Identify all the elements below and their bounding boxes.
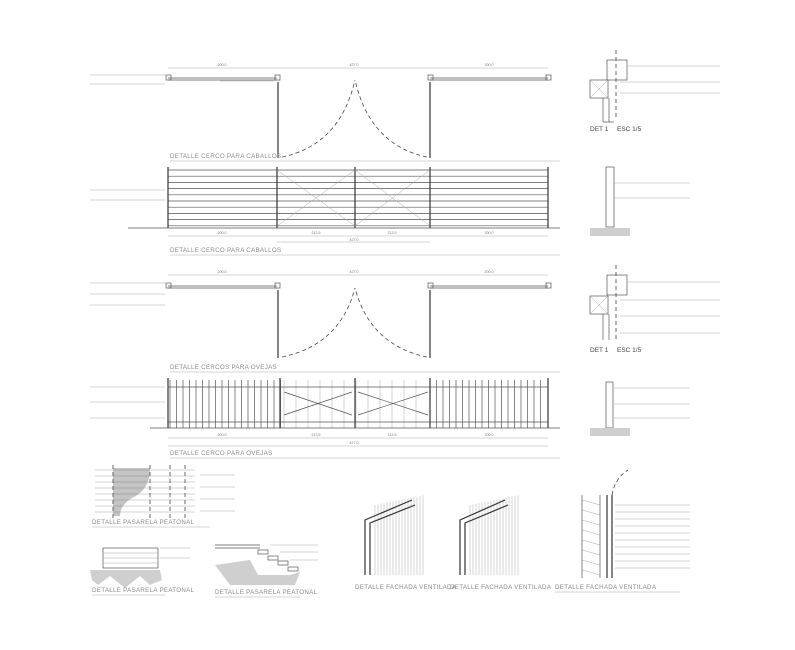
sheep-fence-plan: 200.0 427.0 200.0 DETALLE CERCOS PARA OV… xyxy=(90,270,560,373)
dim-side-right: 200.0 xyxy=(485,270,494,274)
insulation-hatch xyxy=(581,549,601,556)
dim-side-right: 200.0 xyxy=(485,63,494,67)
gate-brace xyxy=(283,391,353,416)
gate-brace xyxy=(354,169,431,227)
title-facade-2: DETALLE FACHADA VENTILADA xyxy=(450,584,552,591)
dim-total: 427.0 xyxy=(350,238,359,242)
insulation-hatch xyxy=(581,539,601,546)
title-facade-3: DETALLE FACHADA VENTILADA xyxy=(555,584,657,591)
ventilated-facade-details: DETALLE FACHADA VENTILADA DETALLE FACHAD… xyxy=(355,469,690,593)
title-walkway-plan: DETALLE PASARELA PEATONAL xyxy=(92,519,195,526)
dim-side-right: 200.0 xyxy=(485,231,494,235)
gate-brace xyxy=(276,169,356,227)
det1-scale: ESC 1/5 xyxy=(617,126,642,133)
title-walkway-section-1: DETALLE PASARELA PEATONAL xyxy=(92,587,195,594)
detail-2-section: DET 1 ESC 1/5 xyxy=(589,265,720,436)
insulation-hatch xyxy=(581,509,601,516)
insulation-hatch xyxy=(581,499,601,506)
dim-half-gate: 213.5 xyxy=(388,231,397,235)
gate-brace xyxy=(357,391,429,416)
dim-side-left: 200.0 xyxy=(218,270,227,274)
sheep-fence-elevation: 200.0 213.5 213.5 200.0 427.0 DETALLE CE… xyxy=(90,378,560,459)
dim-total: 427.0 xyxy=(350,441,359,445)
dim-side-left: 200.0 xyxy=(218,433,227,437)
dim-side-left: 200.0 xyxy=(218,63,227,67)
dim-half-gate: 213.5 xyxy=(388,433,397,437)
title-sheep-plan: DETALLE CERCOS PARA OVEJAS xyxy=(170,364,277,371)
horse-fence-elevation: 200.0 213.5 213.5 200.0 427.0 DETALLE CE… xyxy=(90,167,560,256)
dim-gate: 427.0 xyxy=(350,270,359,274)
title-walkway-section-2: DETALLE PASARELA PEATONAL xyxy=(215,589,318,596)
insulation-hatch xyxy=(581,559,601,566)
title-facade-1: DETALLE FACHADA VENTILADA xyxy=(355,584,457,591)
title-horse-plan: DETALLE CERCO PARA CABALLOS xyxy=(170,153,281,160)
detail-1-section: DET 1 ESC 1/5 xyxy=(589,50,720,236)
dim-gate: 427.0 xyxy=(350,63,359,67)
det2-label: DET 1 xyxy=(590,347,609,354)
title-sheep-elevation: DETALLE CERCO PARA OVEJAS xyxy=(170,450,273,457)
dim-half-gate: 213.5 xyxy=(312,231,321,235)
dim-side-left: 200.0 xyxy=(218,231,227,235)
dim-half-gate: 213.5 xyxy=(312,433,321,437)
walkway-details: DETALLE PASARELA PEATONAL DETALLE PASARE… xyxy=(90,465,318,598)
insulation-hatch xyxy=(581,529,601,536)
insulation-hatch xyxy=(581,519,601,526)
title-horse-elevation: DETALLE CERCO PARA CABALLOS xyxy=(170,247,281,254)
det1-label: DET 1 xyxy=(590,126,609,133)
horse-fence-plan: 200.0 427.0 200.0 DETALLE CERCO PARA CAB… xyxy=(90,63,560,162)
det2-scale: ESC 1/5 xyxy=(617,347,642,354)
insulation-hatch xyxy=(581,569,601,576)
dim-side-right: 200.0 xyxy=(485,433,494,437)
